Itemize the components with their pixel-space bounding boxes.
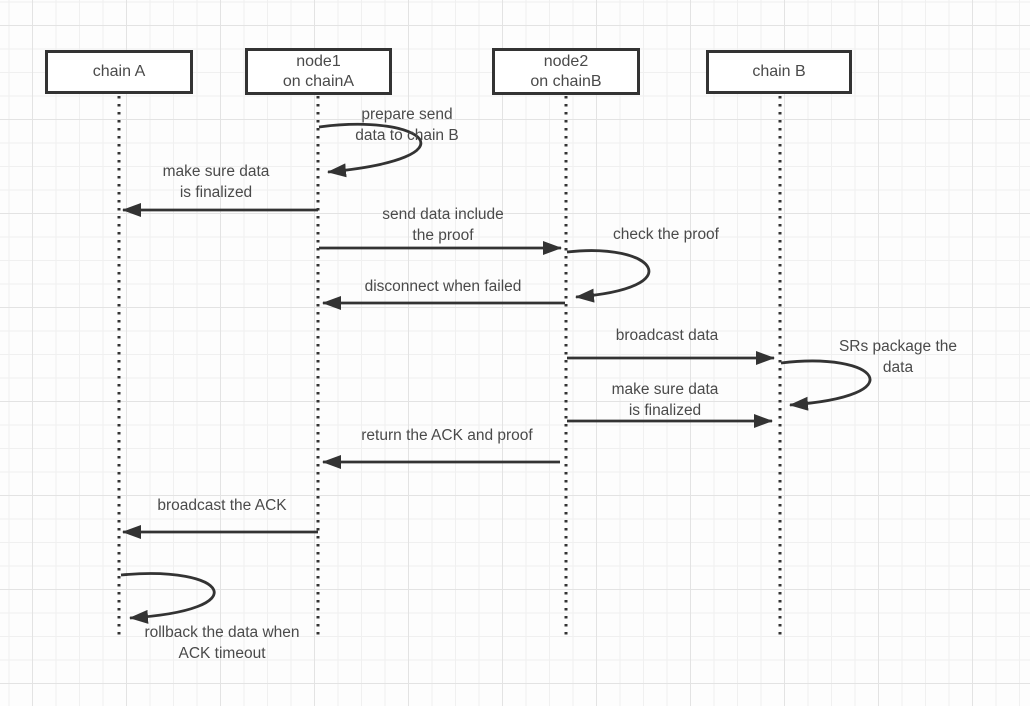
message-label-disconnect-when-failed: disconnect when failed bbox=[364, 278, 522, 295]
message-label-check-proof: check the proof bbox=[613, 226, 719, 243]
self-loop-check-proof bbox=[566, 249, 651, 303]
message-label-return-ack-proof: return the ACK and proof bbox=[361, 427, 533, 444]
message-label-rollback: rollback the data when ACK timeout bbox=[144, 624, 300, 662]
participant-box-node1: node1 on chainA bbox=[245, 48, 392, 95]
participant-box-chain-a: chain A bbox=[45, 50, 193, 94]
message-label-broadcast-ack: broadcast the ACK bbox=[157, 497, 287, 514]
message-label-prepare-send: prepare send data to chain B bbox=[355, 106, 459, 144]
message-label-broadcast-data: broadcast data bbox=[615, 327, 719, 344]
self-loop-prepare-send bbox=[318, 123, 423, 178]
message-label-send-data-include-proof: send data include the proof bbox=[382, 206, 504, 244]
participant-box-chain-b: chain B bbox=[706, 50, 852, 94]
self-loop-srs-package bbox=[780, 359, 872, 411]
message-label-srs-package: SRs package the data bbox=[838, 338, 958, 376]
participant-box-node2: node2 on chainB bbox=[492, 48, 640, 95]
message-label-make-sure-finalized-a: make sure data is finalized bbox=[162, 163, 270, 201]
self-loop-rollback bbox=[120, 572, 216, 624]
message-label-make-sure-finalized-b: make sure data is finalized bbox=[611, 381, 719, 419]
